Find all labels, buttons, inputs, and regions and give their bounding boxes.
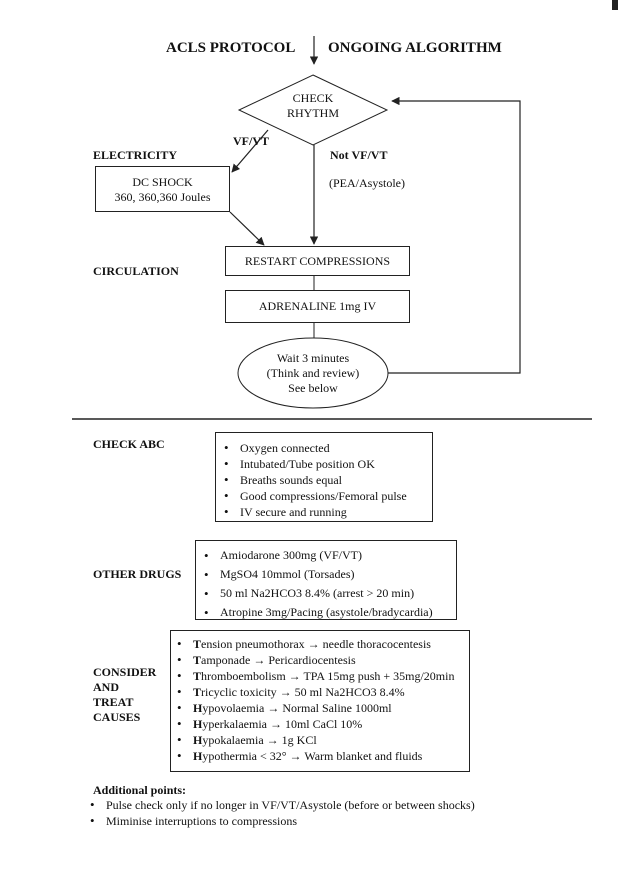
check-rhythm-diamond: [237, 74, 389, 146]
additional-points-list: Pulse check only if no longer in VF/VT/A…: [86, 797, 475, 829]
cause-item: Hypovolaemia → Normal Saline 1000ml: [173, 700, 467, 716]
cause-item: Tension pneumothorax → needle thoracocen…: [173, 636, 467, 652]
dc-shock-joules: 360, 360,360 Joules: [114, 190, 211, 204]
dc-shock-box: DC SHOCK 360, 360,360 Joules: [95, 166, 230, 212]
not-vf-vt-label: Not VF/VT: [330, 148, 388, 162]
check-abc-item: Oxygen connected: [220, 440, 428, 456]
causes-label-line2: AND: [93, 680, 119, 694]
check-abc-item: Good compressions/Femoral pulse: [220, 488, 428, 504]
check-abc-item: IV secure and running: [220, 504, 428, 520]
additional-points-label: Additional points:: [93, 783, 187, 797]
other-drugs-item: MgSO4 10mmol (Torsades): [200, 565, 452, 584]
check-rhythm-line1: CHECK: [292, 91, 334, 105]
causes-label-line3: TREAT: [93, 695, 134, 709]
check-rhythm-line2: RHYTHM: [286, 106, 339, 120]
cause-item: Hypokalaemia → 1g KCl: [173, 732, 467, 748]
other-drugs-box: Amiodarone 300mg (VF/VT) MgSO4 10mmol (T…: [195, 540, 457, 622]
wait-line1: Wait 3 minutes: [276, 351, 350, 365]
check-abc-item: Intubated/Tube position OK: [220, 456, 428, 472]
wait-ellipse: [237, 337, 389, 409]
additional-point-item: Miminise interruptions to compressions: [86, 813, 475, 829]
circulation-label: CIRCULATION: [93, 264, 179, 278]
check-abc-box: Oxygen connected Intubated/Tube position…: [215, 432, 433, 522]
check-rhythm-text: CHECK RHYTHM: [263, 91, 363, 121]
pea-asystole-label: (PEA/Asystole): [329, 176, 405, 190]
cause-item: Thromboembolism → TPA 15mg push + 35mg/2…: [173, 668, 467, 684]
header-left-title: ACLS PROTOCOL: [166, 40, 296, 56]
cause-item: Tamponade → Pericardiocentesis: [173, 652, 467, 668]
cause-item: Tricyclic toxicity → 50 ml Na2HCO3 8.4%: [173, 684, 467, 700]
dc-shock-title: DC SHOCK: [132, 175, 193, 189]
page-edge-mark: [612, 0, 618, 10]
check-abc-item: Breaths sounds equal: [220, 472, 428, 488]
causes-label-line1: CONSIDER: [93, 665, 157, 679]
wait-line3: See below: [288, 381, 338, 395]
causes-label-line4: CAUSES: [93, 710, 141, 724]
header-right-title: ONGOING ALGORITHM: [328, 40, 502, 56]
vf-vt-label: VF/VT: [233, 134, 269, 148]
wait-line2: (Think and review): [266, 366, 360, 380]
other-drugs-label: OTHER DRUGS: [93, 567, 182, 581]
cause-item: Hypothermia < 32° → Warm blanket and flu…: [173, 748, 467, 764]
other-drugs-item: Amiodarone 300mg (VF/VT): [200, 546, 452, 565]
vf-vt-arrow: [231, 129, 269, 173]
check-abc-label: CHECK ABC: [93, 437, 165, 451]
electricity-label: ELECTRICITY: [93, 148, 178, 162]
additional-point-item: Pulse check only if no longer in VF/VT/A…: [86, 797, 475, 813]
shock-to-compressions-arrow: [229, 211, 265, 246]
other-drugs-item: 50 ml Na2HCO3 8.4% (arrest > 20 min): [200, 584, 452, 603]
causes-box: Tension pneumothorax → needle thoracocen…: [170, 630, 470, 772]
cause-item: Hyperkalaemia → 10ml CaCl 10%: [173, 716, 467, 732]
wait-text: Wait 3 minutes (Think and review) See be…: [253, 351, 373, 396]
causes-label: CONSIDER AND TREAT CAUSES: [93, 665, 156, 725]
adrenaline-box: ADRENALINE 1mg IV: [225, 290, 410, 323]
restart-compressions-box: RESTART COMPRESSIONS: [225, 246, 410, 276]
loop-back-arrow: [387, 96, 521, 374]
other-drugs-item: Atropine 3mg/Pacing (asystole/bradycardi…: [200, 603, 452, 622]
